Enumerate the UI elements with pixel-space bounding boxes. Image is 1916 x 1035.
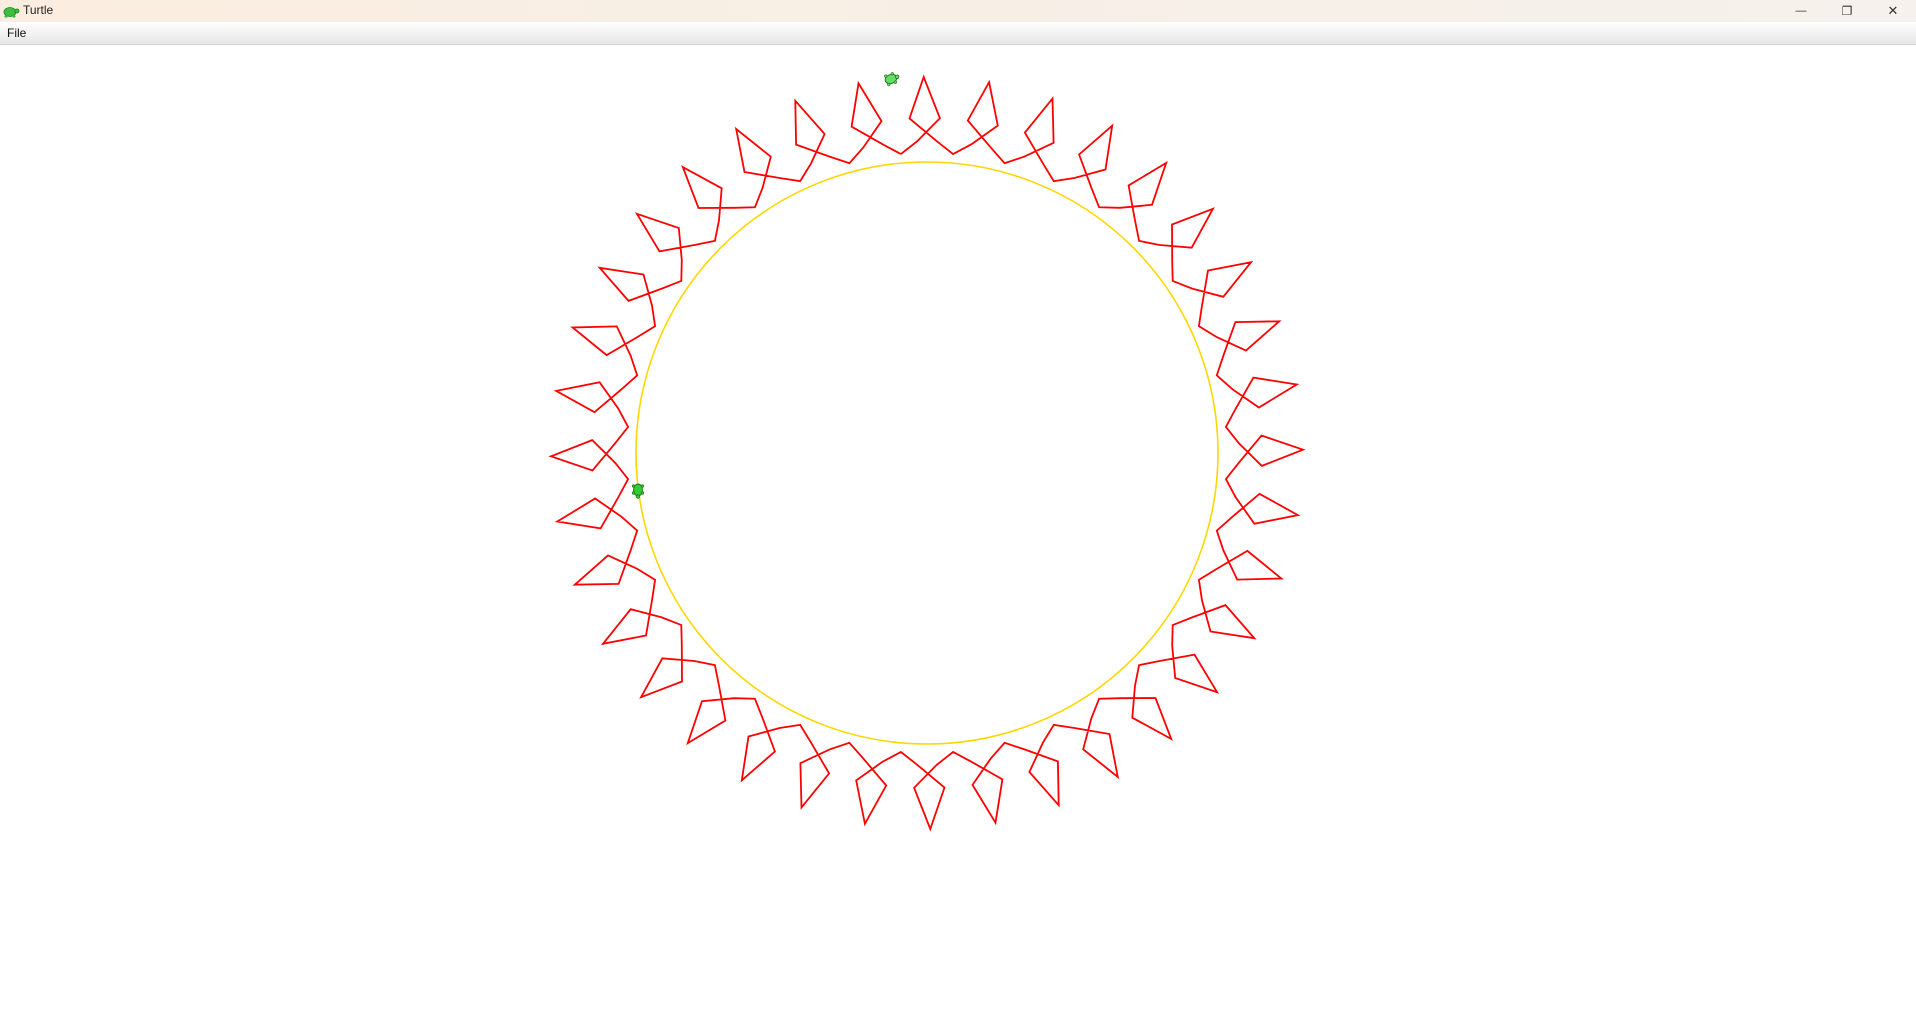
turtle-canvas[interactable]: [0, 46, 1916, 1030]
turtle-top-icon: [884, 72, 900, 87]
minimize-button[interactable]: —: [1778, 0, 1824, 22]
close-button[interactable]: ✕: [1870, 0, 1916, 22]
window-controls: — ❐ ✕: [1778, 0, 1916, 22]
title-bar[interactable]: Turtle — ❐ ✕: [0, 0, 1916, 22]
menu-file[interactable]: File: [7, 26, 27, 40]
red-zigzag-ring: [548, 74, 1306, 832]
restore-icon: ❐: [1841, 4, 1853, 18]
window-title: Turtle: [23, 3, 54, 17]
drawing-surface: [548, 74, 1306, 832]
maximize-button[interactable]: ❐: [1824, 0, 1870, 22]
close-icon: ✕: [1887, 3, 1899, 18]
yellow-circle: [635, 161, 1219, 745]
minimize-icon: —: [1795, 5, 1807, 17]
menu-bar: File: [0, 22, 1916, 45]
turtle-left-icon: [631, 483, 645, 499]
turtle-icon: [3, 7, 20, 18]
